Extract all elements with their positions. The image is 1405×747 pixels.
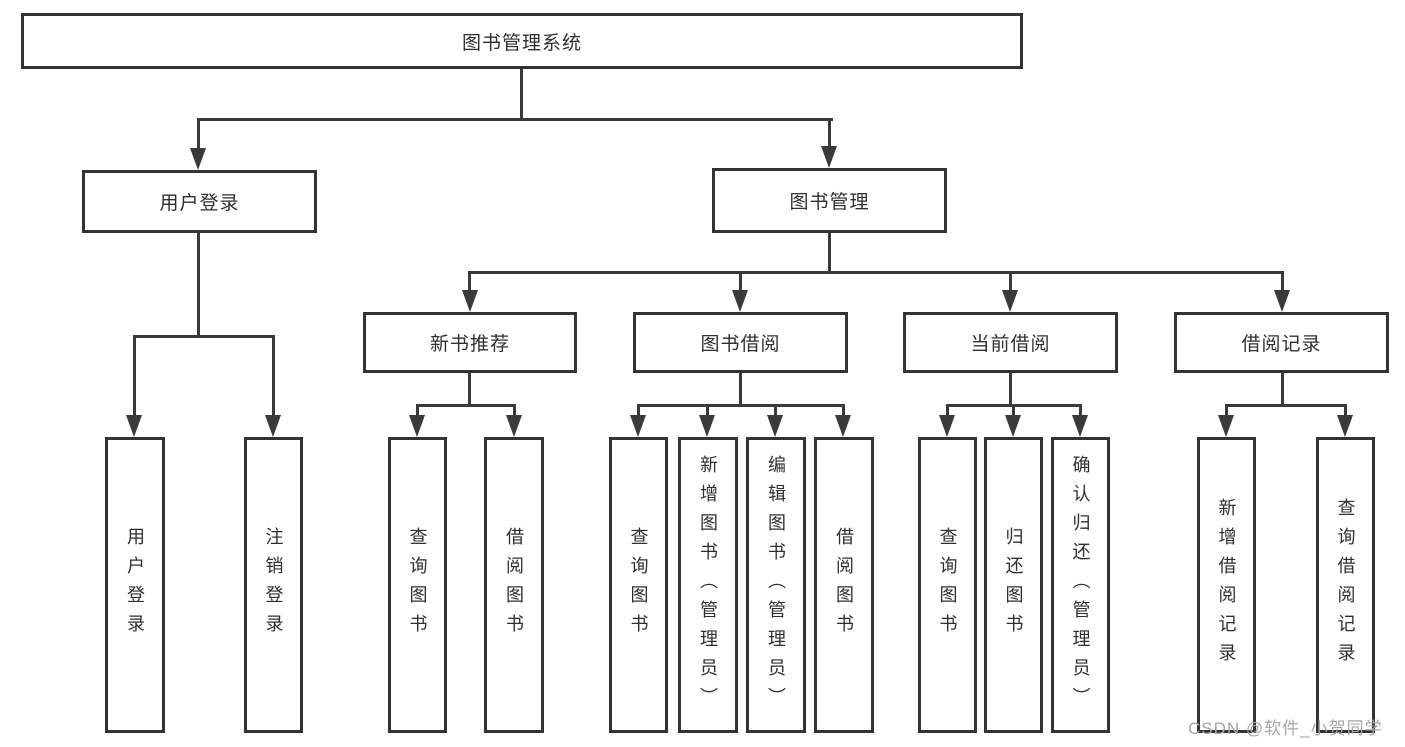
leaf-borrow-query-books: 查询图书 [609, 437, 668, 733]
node-current-borrow: 当前借阅 [903, 312, 1118, 373]
node-book-management-label: 图书管理 [789, 192, 870, 213]
connector-stem-query-record [1344, 404, 1347, 415]
connector-root-branch [197, 118, 833, 121]
connector-stem-add-books [706, 404, 709, 415]
connector-book-management-stem [828, 233, 831, 274]
node-root-label: 图书管理系统 [461, 32, 582, 54]
node-new-book-recommend-label: 新书推荐 [429, 334, 510, 355]
arrow-down-leaf-logout-icon [265, 415, 281, 437]
connector-stem-recommend-borrow [513, 404, 516, 415]
node-user-login-label: 用户登录 [159, 193, 240, 214]
connector-stem-add-record [1225, 404, 1228, 415]
connector-user-login-stem [197, 233, 200, 337]
connector-stem-recommend-query [416, 404, 419, 415]
arrow-down-return-books-icon [1005, 415, 1021, 437]
leaf-confirm-return-admin-label: 确认归还（管理员） [1070, 454, 1091, 716]
connector-book-borrow-branch [637, 404, 845, 407]
leaf-query-borrow-record-label: 查询借阅记录 [1335, 498, 1356, 672]
arrow-down-borrow-records-icon [1274, 290, 1290, 312]
connector-stem-borrow-records [1281, 271, 1284, 290]
leaf-add-borrow-record: 新增借阅记录 [1197, 437, 1256, 733]
leaf-logout: 注销登录 [244, 437, 303, 733]
connector-book-borrow-stem [739, 373, 742, 407]
connector-stem-book-borrow [739, 271, 742, 290]
arrow-down-user-login-icon [190, 148, 206, 170]
node-book-management: 图书管理 [712, 168, 947, 233]
node-borrow-records: 借阅记录 [1174, 312, 1389, 373]
arrow-down-recommend-borrow-icon [506, 415, 522, 437]
leaf-logout-label: 注销登录 [263, 527, 284, 643]
node-user-login: 用户登录 [82, 170, 317, 233]
arrow-down-book-management-icon [821, 146, 837, 168]
connector-current-borrow-stem [1009, 373, 1012, 407]
leaf-edit-books-admin-label: 编辑图书（管理员） [766, 454, 786, 716]
leaf-user-login: 用户登录 [105, 437, 165, 733]
leaf-query-borrow-record: 查询借阅记录 [1316, 437, 1375, 733]
arrow-down-recommend-query-icon [409, 415, 425, 437]
leaf-borrow-books-label: 借阅图书 [834, 527, 854, 643]
arrow-down-current-borrow-icon [1002, 290, 1018, 312]
arrow-down-add-record-icon [1218, 415, 1234, 437]
arrow-down-book-borrow-icon [732, 290, 748, 312]
node-root-library-system: 图书管理系统 [21, 13, 1023, 69]
leaf-confirm-return-admin: 确认归还（管理员） [1051, 437, 1110, 733]
leaf-recommend-query-books: 查询图书 [388, 437, 447, 733]
connector-stem-return-books [1012, 404, 1015, 415]
node-book-borrow: 图书借阅 [633, 312, 848, 373]
arrow-down-edit-books-icon [767, 415, 783, 437]
connector-stem-leaf-logout [272, 335, 275, 415]
connector-stem-leaf-user-login [133, 335, 136, 415]
leaf-current-query-books: 查询图书 [918, 437, 977, 733]
connector-borrow-records-branch [1225, 404, 1347, 407]
connector-stem-current-borrow [1009, 271, 1012, 290]
leaf-add-borrow-record-label: 新增借阅记录 [1216, 498, 1237, 672]
node-book-borrow-label: 图书借阅 [700, 334, 781, 355]
arrow-down-leaf-user-login-icon [126, 415, 142, 437]
connector-stem-borrow-books [842, 404, 845, 415]
connector-stem-edit-books [774, 404, 777, 415]
leaf-add-books-admin: 新增图书（管理员） [678, 437, 738, 733]
leaf-user-login-label: 用户登录 [125, 527, 145, 643]
leaf-return-books: 归还图书 [984, 437, 1043, 733]
connector-stem-borrow-query [637, 404, 640, 415]
arrow-down-current-query-icon [939, 415, 955, 437]
arrow-down-borrow-books-icon [835, 415, 851, 437]
node-current-borrow-label: 当前借阅 [970, 334, 1051, 355]
connector-stem-current-query [946, 404, 949, 415]
arrow-down-confirm-return-icon [1072, 415, 1088, 437]
connector-stem-confirm-return [1079, 404, 1082, 415]
arrow-down-borrow-query-icon [630, 415, 646, 437]
connector-stem-user-login [197, 118, 200, 150]
arrow-down-add-books-icon [699, 415, 715, 437]
leaf-recommend-borrow-books: 借阅图书 [484, 437, 544, 733]
leaf-borrow-books: 借阅图书 [814, 437, 874, 733]
node-new-book-recommend: 新书推荐 [363, 312, 577, 373]
connector-recommend-stem [468, 373, 471, 407]
arrow-down-query-record-icon [1337, 415, 1353, 437]
connector-book-management-branch [468, 271, 1284, 274]
leaf-borrow-query-books-label: 查询图书 [628, 527, 649, 643]
arrow-down-new-book-recommend-icon [462, 290, 478, 312]
leaf-current-query-books-label: 查询图书 [937, 527, 958, 643]
leaf-edit-books-admin: 编辑图书（管理员） [746, 437, 806, 733]
leaf-add-books-admin-label: 新增图书（管理员） [698, 454, 718, 716]
node-borrow-records-label: 借阅记录 [1241, 334, 1322, 355]
leaf-recommend-borrow-books-label: 借阅图书 [504, 527, 524, 643]
connector-borrow-records-stem [1281, 373, 1284, 407]
connector-stem-book-management [828, 118, 831, 148]
connector-root-stem [520, 69, 523, 121]
csdn-watermark: CSDN @软件_小贺同学 [1188, 719, 1383, 738]
leaf-recommend-query-books-label: 查询图书 [407, 527, 428, 643]
connector-user-login-branch [133, 335, 275, 338]
leaf-return-books-label: 归还图书 [1003, 527, 1024, 643]
connector-recommend-branch [416, 404, 516, 407]
connector-stem-new-book-recommend [468, 271, 471, 290]
